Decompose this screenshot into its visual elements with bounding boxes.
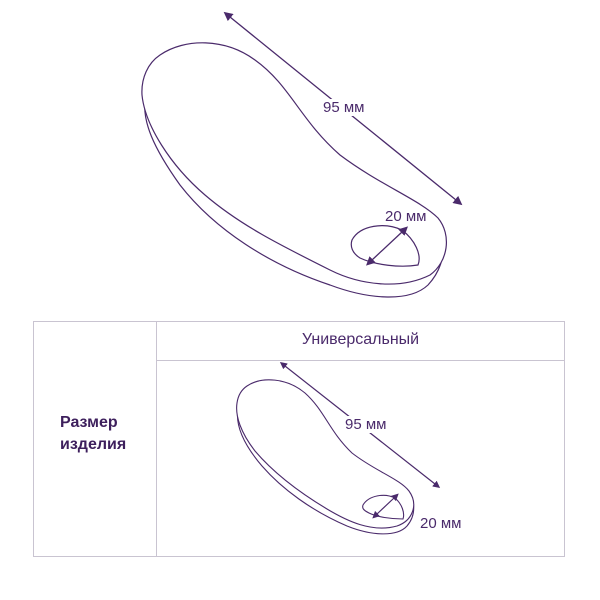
table-diagram-cell: 95 мм 20 мм	[157, 361, 564, 556]
keychain-side-outline	[144, 94, 445, 298]
length-label: 95 мм	[322, 99, 366, 116]
keychain-drawing-small	[236, 361, 441, 535]
keychain-hole	[350, 225, 420, 267]
column-header: Универсальный	[301, 331, 420, 348]
keychain-drawing-large	[141, 11, 463, 298]
keychain-top-outline	[141, 42, 447, 285]
hole-dimension-line	[366, 226, 408, 266]
row-header: Размер изделия	[60, 414, 127, 453]
small-hole-dimension-line	[372, 493, 399, 519]
small-length-label: 95 мм	[343, 416, 389, 433]
hole-label: 20 мм	[385, 208, 427, 225]
small-keychain-side-outline	[236, 408, 415, 535]
small-keychain-top-outline	[236, 379, 415, 529]
small-hole-label: 20 мм	[420, 515, 462, 532]
column-header-cell: Универсальный	[157, 322, 564, 361]
top-product-diagram: 95 мм 20 мм	[141, 11, 463, 298]
row-header-cell: Размер изделия	[34, 322, 157, 556]
size-table: Размер изделия Универсальный 95 мм 20 мм	[33, 321, 565, 557]
